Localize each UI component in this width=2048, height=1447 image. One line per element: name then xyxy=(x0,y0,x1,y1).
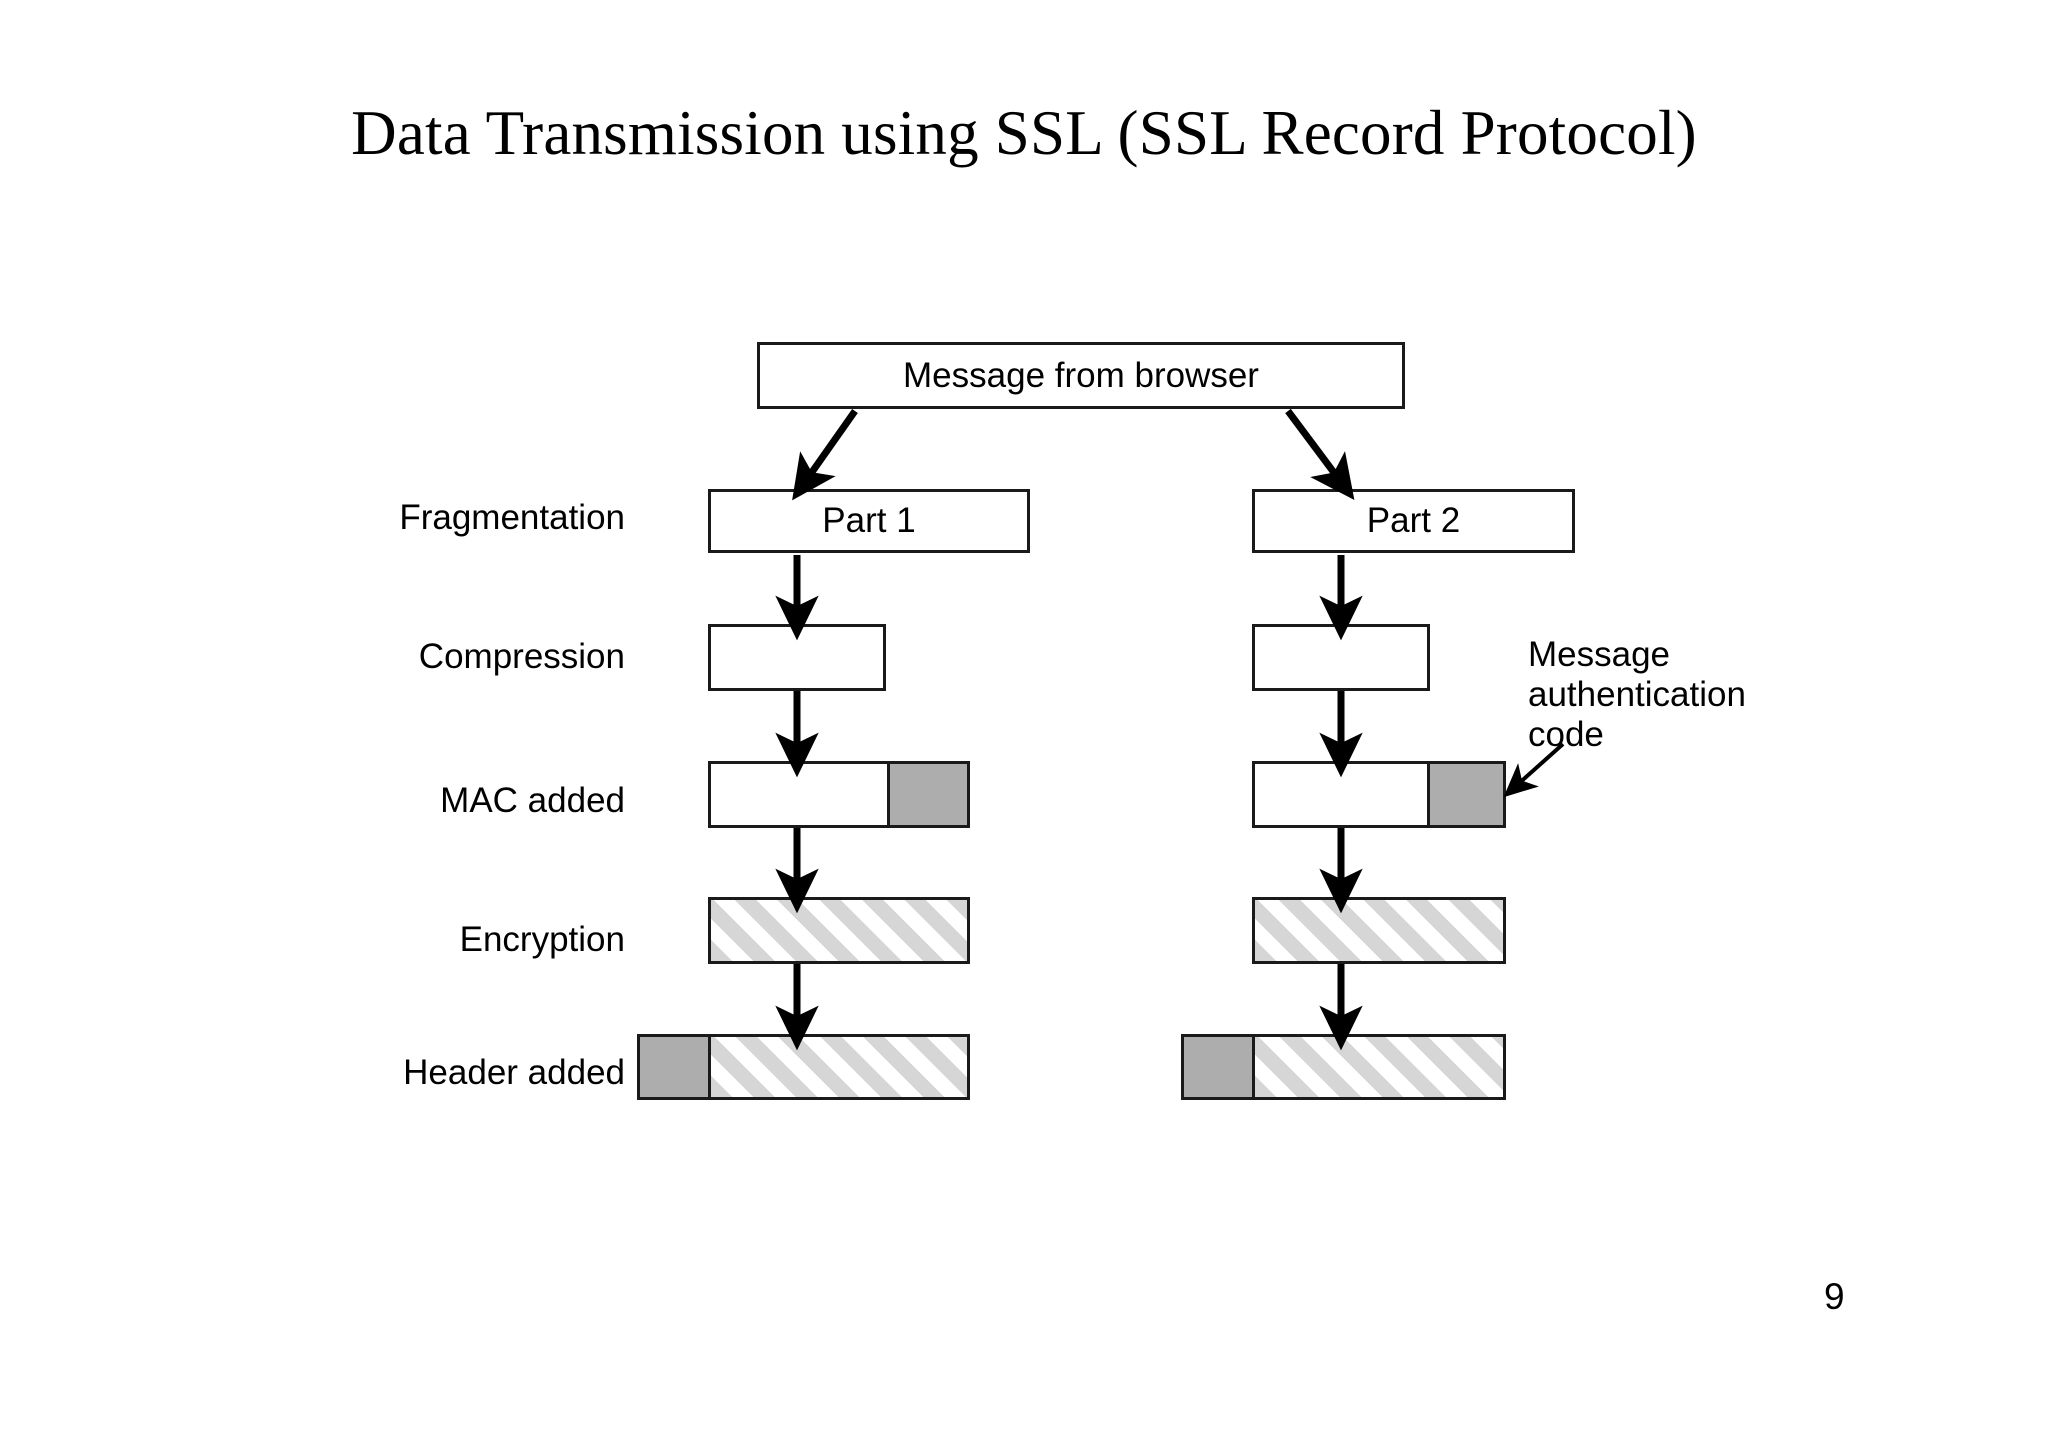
stage-label-fragmentation: Fragmentation xyxy=(399,498,625,537)
part-2-fragment-box[interactable]: Part 2 xyxy=(1252,489,1575,553)
part-2-mac-segment xyxy=(1427,764,1503,825)
arrow-source-to-part-2 xyxy=(1285,408,1355,500)
stage-label-header-added: Header added xyxy=(403,1053,625,1092)
part-2-encrypted-segment xyxy=(1255,900,1503,961)
part-2-encryption-box[interactable] xyxy=(1252,897,1506,964)
stage-label-mac-added: MAC added xyxy=(440,781,625,820)
part-2-encrypted-payload-segment xyxy=(1252,1037,1503,1097)
part-1-header-added-box[interactable] xyxy=(637,1034,970,1100)
part-1-encrypted-segment xyxy=(711,900,967,961)
part-2-mac-added-box[interactable] xyxy=(1252,761,1506,828)
part-1-mac-payload-segment xyxy=(711,764,887,825)
part-2-compression-box[interactable] xyxy=(1252,624,1430,691)
part-1-mac-segment xyxy=(887,764,967,825)
part-2-fragment-label: Part 2 xyxy=(1366,501,1461,540)
part-1-mac-added-box[interactable] xyxy=(708,761,970,828)
part-1-encryption-box[interactable] xyxy=(708,897,970,964)
part-2-mac-payload-segment xyxy=(1255,764,1427,825)
page-number: 9 xyxy=(1824,1276,1845,1317)
part-1-encrypted-payload-segment xyxy=(708,1037,967,1097)
page-title: Data Transmission using SSL (SSL Record … xyxy=(351,98,1697,168)
arrow-source-to-part-1 xyxy=(792,408,858,501)
message-from-browser-box[interactable]: Message from browser xyxy=(757,342,1405,409)
part-1-header-segment xyxy=(640,1037,708,1097)
part-2-header-added-box[interactable] xyxy=(1181,1034,1506,1100)
part-1-compression-box[interactable] xyxy=(708,624,886,691)
part-1-fragment-box[interactable]: Part 1 xyxy=(708,489,1030,553)
stage-label-encryption: Encryption xyxy=(459,920,625,959)
part-2-header-segment xyxy=(1184,1037,1252,1097)
message-from-browser-label: Message from browser xyxy=(903,355,1259,395)
part-1-fragment-label: Part 1 xyxy=(822,501,916,540)
mac-callout-label: Message authentication code xyxy=(1528,635,1746,754)
stage-label-compression: Compression xyxy=(418,637,625,676)
